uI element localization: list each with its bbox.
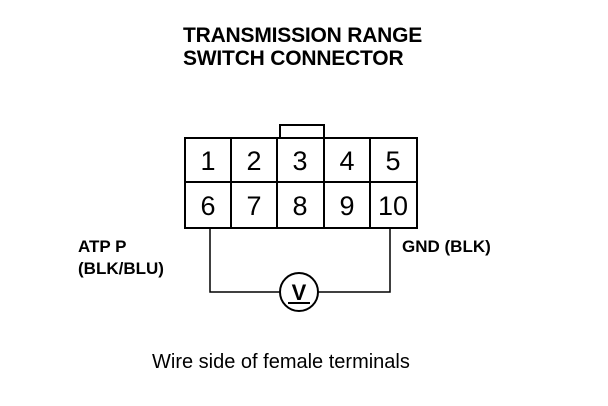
pin-number: 4	[339, 146, 354, 176]
pin-number: 5	[385, 146, 400, 176]
pin-number: 3	[292, 146, 307, 176]
probe-wire-left	[209, 228, 280, 293]
diagram-title: TRANSMISSION RANGE SWITCH CONNECTOR	[183, 24, 422, 70]
pin-number: 1	[200, 146, 215, 176]
pin-number: 9	[339, 191, 354, 221]
pin-number: 7	[246, 191, 261, 221]
atp-p-label-line-2: (BLK/BLU)	[78, 259, 164, 278]
voltmeter-icon	[279, 272, 319, 312]
probe-wire-right	[318, 228, 391, 293]
pin-number: 8	[292, 191, 307, 221]
connector-lock-tab	[279, 124, 325, 140]
pin-number: 6	[200, 191, 215, 221]
voltmeter-symbol: V	[292, 280, 307, 305]
atp-p-label-line-1: ATP P	[78, 237, 127, 256]
pin-number: 2	[246, 146, 261, 176]
diagram-caption: Wire side of female terminals	[152, 351, 410, 373]
gnd-wire-label: GND (BLK)	[402, 237, 491, 256]
title-line-2: SWITCH CONNECTOR	[183, 47, 404, 70]
atp-p-wire-label: ATP P (BLK/BLU)	[78, 236, 164, 280]
title-line-1: TRANSMISSION RANGE	[183, 24, 423, 47]
pin-number: 10	[378, 191, 408, 221]
